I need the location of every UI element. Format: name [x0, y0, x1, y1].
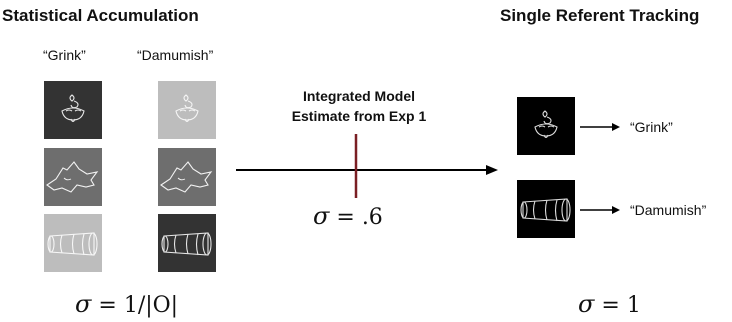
- damumish-label: “Damumish”: [630, 202, 707, 218]
- damumish-arrow: [580, 206, 620, 214]
- barrel-object-icon: [47, 232, 98, 256]
- right-heading: Single Referent Tracking: [500, 6, 700, 25]
- tile-barrel-dark: [158, 214, 216, 272]
- center-formula: σ = .6: [313, 202, 383, 230]
- sigma-symbol: σ: [75, 290, 92, 318]
- sigma-symbol: σ: [313, 202, 330, 230]
- center-formula-value: = .6: [336, 205, 383, 230]
- continuum-arrowhead: [486, 165, 498, 175]
- left-formula: σ = 1/|O|: [75, 290, 178, 318]
- grink-label: “Grink”: [630, 119, 673, 135]
- left-formula-value: = 1/|O|: [98, 293, 179, 318]
- tile-blob-mid: [44, 148, 102, 206]
- left-heading: Statistical Accumulation: [2, 6, 199, 25]
- continuum-arrow: [236, 134, 498, 198]
- barrel-object-icon: [520, 198, 571, 222]
- blob-object-icon: [46, 161, 99, 193]
- column-label-grink: “Grink”: [43, 47, 86, 63]
- tile-barrel-light: [44, 214, 102, 272]
- right-formula-value: = 1: [601, 293, 641, 318]
- tile-grink-object-dark: [44, 81, 102, 139]
- tile-blob-mid-2: [158, 148, 216, 206]
- right-formula: σ = 1: [578, 290, 641, 318]
- model-label-line2: Estimate from Exp 1: [291, 108, 427, 124]
- tile-grink-black: [517, 97, 575, 155]
- blob-object-icon: [160, 161, 213, 193]
- column-label-damumish: “Damumish”: [137, 47, 214, 63]
- tile-barrel-black: [517, 180, 575, 238]
- grink-object-icon: [534, 110, 558, 139]
- model-label-line1: Integrated Model: [302, 88, 415, 104]
- model-label: Integrated Model Estimate from Exp 1: [284, 86, 434, 126]
- grink-object-icon: [61, 94, 85, 123]
- sigma-symbol: σ: [578, 290, 595, 318]
- tile-grink-object-light: [158, 81, 216, 139]
- grink-arrow: [580, 123, 620, 131]
- grink-object-icon: [175, 94, 199, 123]
- barrel-object-icon: [161, 232, 212, 256]
